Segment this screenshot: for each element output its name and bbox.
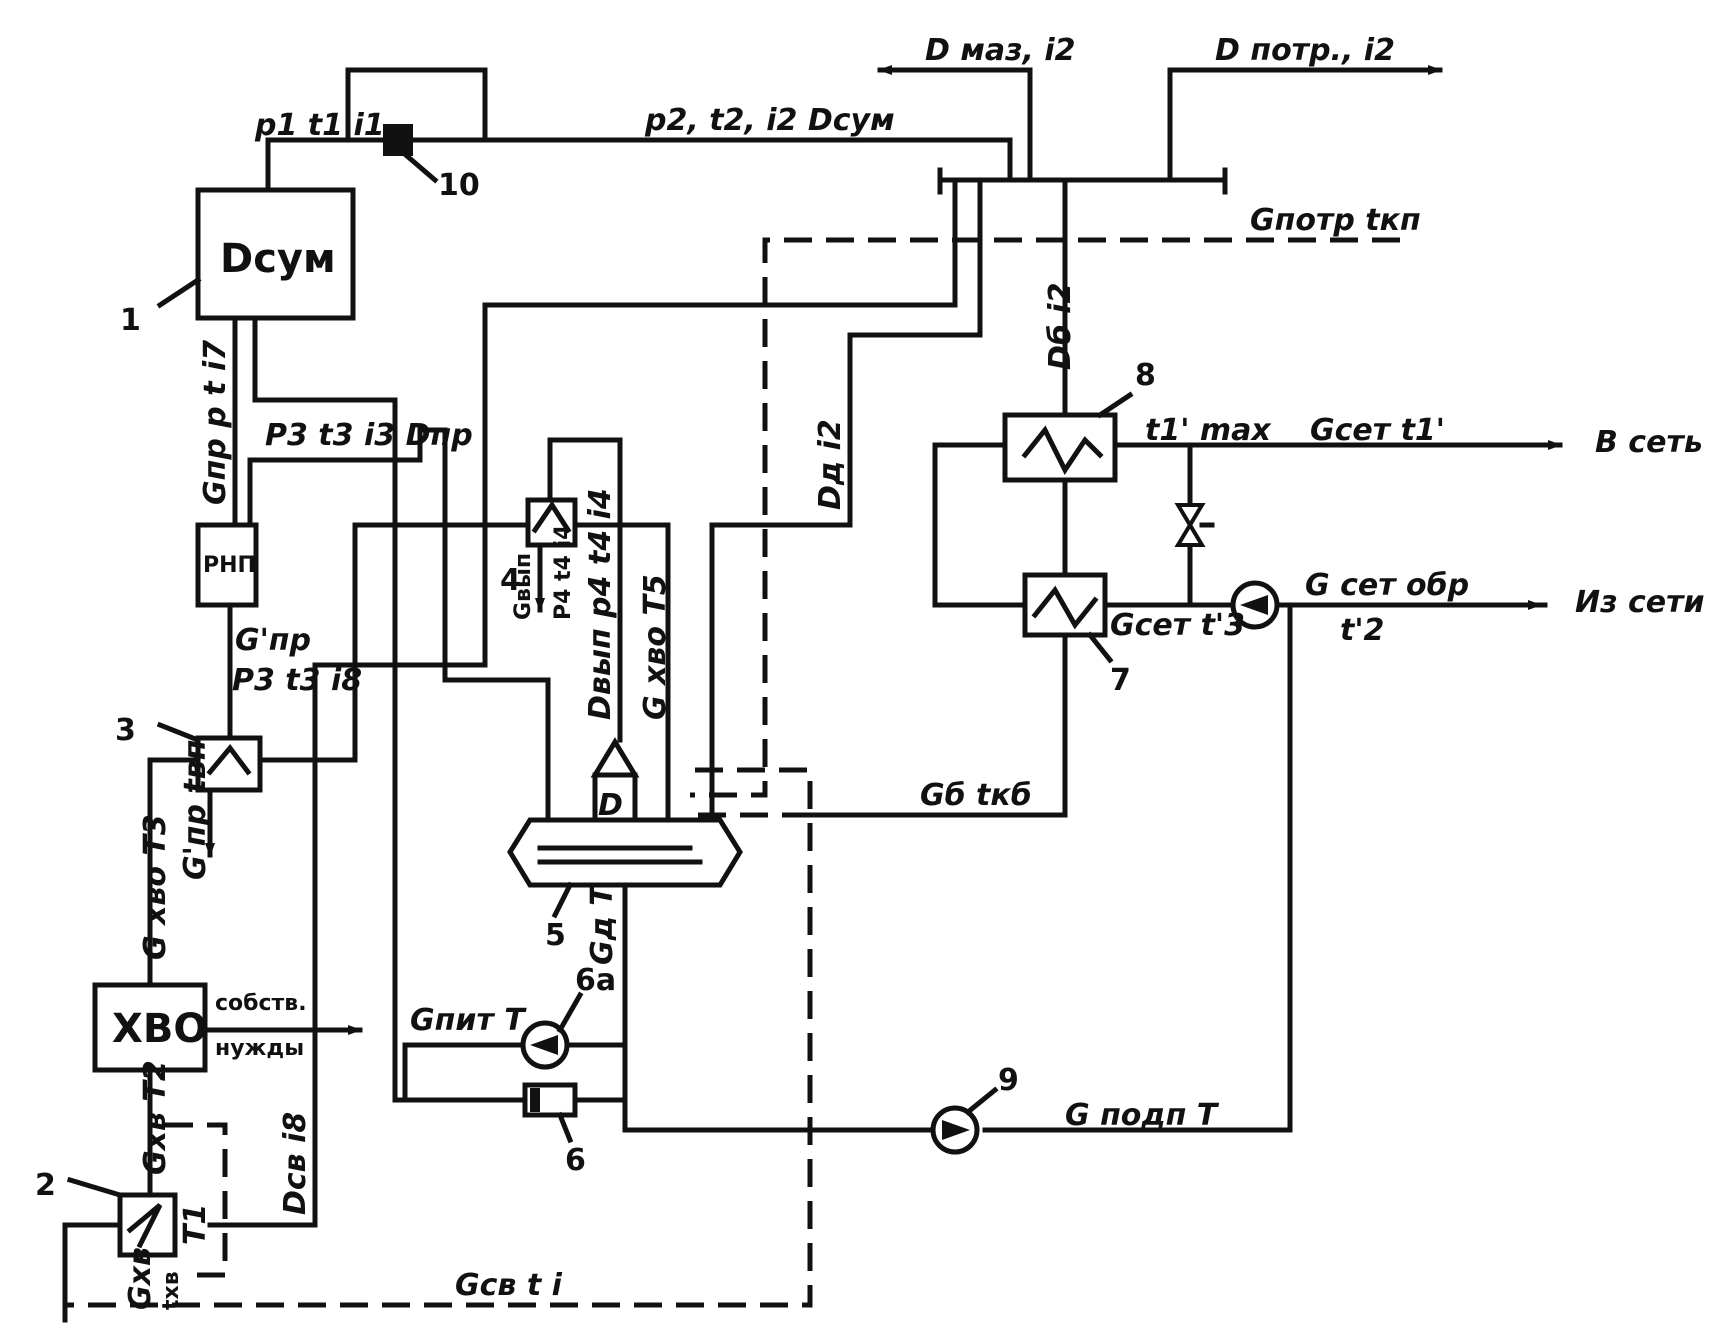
condensate-dashed-lines: [65, 237, 1400, 1308]
pump-6: 6: [522, 1082, 586, 1178]
label-gxv: Gхв: [123, 1247, 158, 1310]
label-izseti: Из сети: [1575, 585, 1705, 620]
label-gset: Gсет t1': [1310, 413, 1445, 448]
rnp-unit: РНП: [195, 522, 259, 608]
heater-4: 4: [500, 497, 578, 598]
deaerator-5: D 5: [507, 737, 743, 953]
label-p1t1i1: p1 t1 i1: [254, 108, 385, 143]
label-vset: В сеть: [1595, 425, 1703, 460]
label-gsv: Gсв t i: [455, 1268, 563, 1303]
label-t1: T1: [178, 1204, 213, 1245]
pump-6-number: 6: [565, 1143, 586, 1178]
label-gvyp: Gвып: [511, 553, 536, 620]
label-p4t4: P4 t4 i4: [551, 525, 576, 620]
rnp-label: РНП: [203, 553, 256, 578]
label-dsv: Dсв i8: [278, 1112, 313, 1215]
label-dbi2: Dб i2: [1043, 283, 1078, 370]
heater-7-number: 7: [1110, 663, 1131, 698]
label-gpodp: G подп T: [1065, 1098, 1220, 1133]
hvo-unit: ХВО: [92, 982, 208, 1073]
label-dpotr: D потр., i2: [1215, 33, 1395, 68]
network-pump: [1230, 580, 1280, 630]
boiler-number: 1: [120, 303, 141, 338]
heater-2: 2: [35, 1168, 178, 1258]
label-gxvo2: Gхв T2: [138, 1060, 173, 1175]
valve-10: 10: [383, 124, 480, 203]
network-valve: [1174, 503, 1215, 547]
label-gdT: Gд T: [585, 883, 620, 965]
label-gpotr: Gпотр tкп: [1250, 203, 1421, 238]
label-p3t3i8: P3 t3 i8: [232, 663, 362, 698]
heater-3: 3: [115, 713, 263, 793]
label-t2: t'2: [1340, 613, 1384, 648]
label-p2t2i2: p2, t2, i2 Dсум: [644, 103, 895, 138]
heater-8-number: 8: [1135, 358, 1156, 393]
heater-2-number: 2: [35, 1168, 56, 1203]
pump-9: 9: [930, 1063, 1019, 1155]
heater-3-number: 3: [115, 713, 136, 748]
steam-lines: [62, 65, 1443, 1323]
stream-labels: p1 t1 i1 p2, t2, i2 Dсум D маз, i2 D пот…: [123, 33, 1705, 1310]
label-gsett3: Gсет t'3: [1110, 608, 1245, 643]
label-dvyp: Dвып p4 t4 i4: [583, 488, 618, 720]
label-gpit: Gпит T: [410, 1003, 527, 1038]
heater-4-number: 4: [500, 563, 521, 598]
network-lines: [807, 440, 1563, 818]
label-sobstv: собств.: [215, 991, 307, 1016]
heater-7: 7: [1022, 572, 1131, 698]
deaerator-column-label: D: [598, 788, 623, 823]
label-gpr2: G'пр: [235, 623, 311, 658]
boiler-label: Dсум: [220, 236, 336, 282]
label-txv: tхв: [159, 1271, 184, 1310]
pump-6a-number: 6a: [575, 963, 616, 998]
pump-9-number: 9: [998, 1063, 1019, 1098]
label-gsetobr: G сет обр: [1305, 568, 1469, 603]
label-gpr3: G'пр tвп: [178, 739, 213, 880]
label-gbtkb: Gб tкб: [920, 778, 1032, 813]
heater-8: 8: [1002, 358, 1156, 483]
label-gpr: Gпр p t i7: [198, 340, 233, 505]
label-gxvo1: G хво T3: [138, 814, 173, 960]
pump-6a: 6a: [520, 963, 616, 1070]
boiler-1: Dсум 1: [120, 187, 356, 338]
hvo-label: ХВО: [112, 1006, 207, 1052]
label-gxvoT5: G хво T5: [638, 574, 673, 720]
label-dd: Dд i2: [813, 419, 848, 510]
label-t1max: t1' max: [1145, 413, 1272, 448]
label-dmaz: D маз, i2: [925, 33, 1076, 68]
feedwater-lines: [402, 602, 1293, 1133]
valve-10-number: 10: [438, 168, 480, 203]
label-p3t3i3: P3 t3 i3 Dпр: [265, 418, 473, 453]
deaerator-5-number: 5: [545, 918, 566, 953]
label-nuzhdy: нужды: [215, 1036, 304, 1061]
